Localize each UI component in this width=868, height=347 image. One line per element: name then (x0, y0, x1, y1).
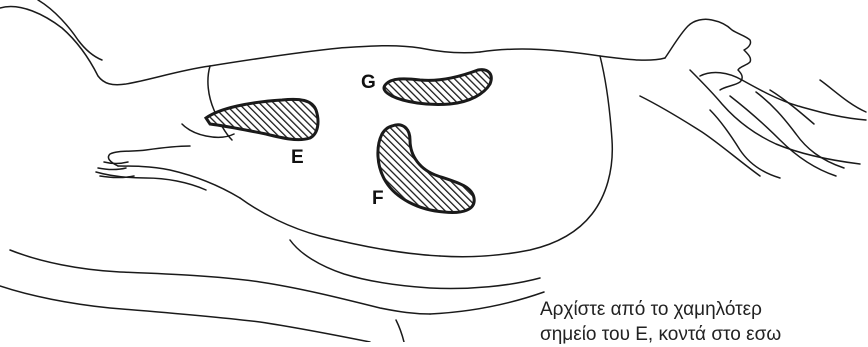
instruction-caption: Αρχίστε από το χαμηλότερ σημείο του Ε, κ… (540, 297, 868, 347)
region-e (206, 99, 318, 139)
face-profile (665, 19, 751, 90)
label-f: F (372, 189, 384, 208)
region-g (384, 70, 491, 105)
region-f (378, 125, 474, 213)
bottom-arm-outline (10, 250, 430, 314)
caption-line-2: σημείο του Ε, κοντά στο εσω (540, 322, 868, 347)
shoulder-outline (210, 46, 480, 66)
label-e: E (291, 148, 304, 167)
upper-arm-outline (0, 6, 210, 84)
caption-line-1: Αρχίστε από το χαμηλότερ (540, 297, 868, 322)
label-g: G (361, 73, 376, 92)
